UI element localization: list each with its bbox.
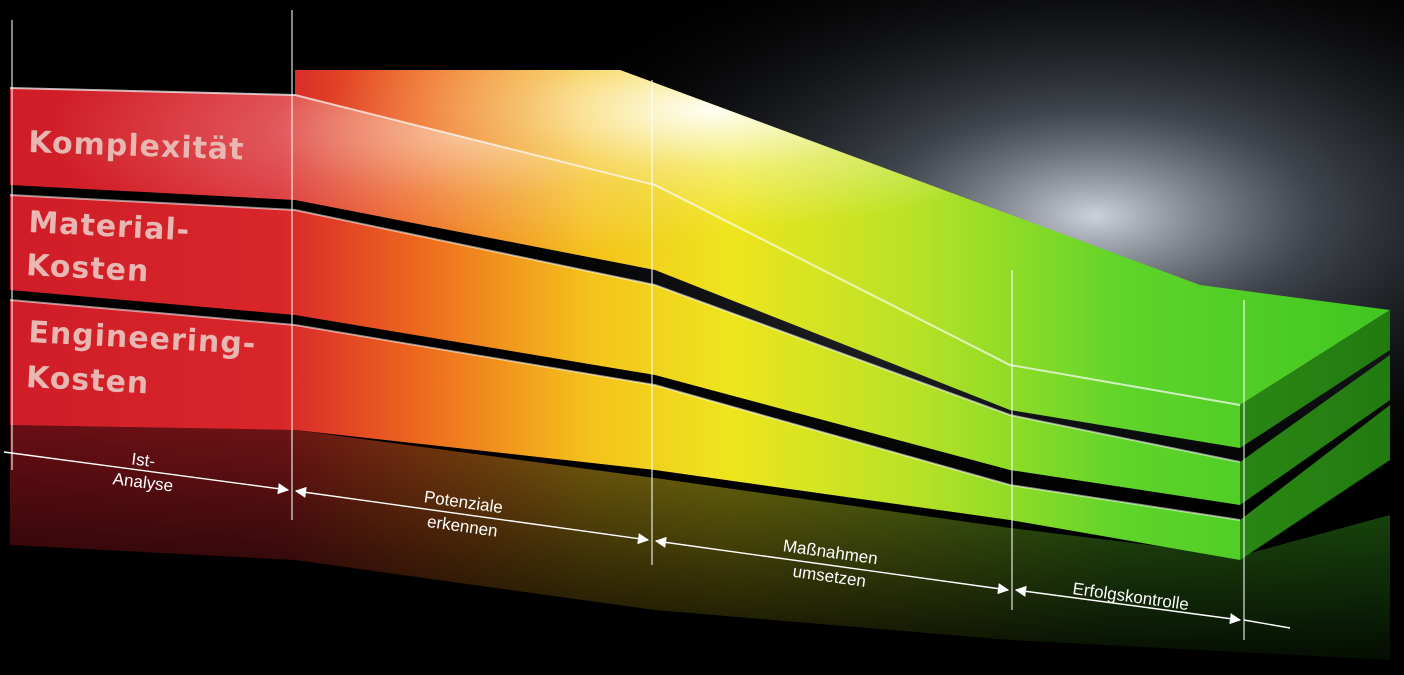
arrow-ist-analyse (3, 451, 290, 495)
band-label-komplexitaet-line-0: Komplexität (28, 125, 245, 168)
arrow-tail (1243, 619, 1291, 629)
band-label-material-line-1: Kosten (25, 248, 150, 289)
phase-label-ist-analyse: Ist- Analyse (112, 447, 177, 495)
slab-engineering (9, 299, 1390, 560)
band-label-material: Material- Kosten (25, 205, 202, 292)
arrow-potenziale (294, 486, 650, 545)
arrow-massnahmen (654, 536, 1010, 595)
slab-komplexitaet (9, 70, 1390, 448)
slab-material (9, 194, 1390, 505)
arrow-erfolgskontrolle (1014, 585, 1242, 625)
band-label-komplexitaet: Komplexität (28, 125, 245, 168)
phase-arrows (3, 451, 1291, 629)
phase-dividers (11, 10, 1245, 640)
band-label-engineering-line-1: Kosten (25, 360, 150, 401)
phase-label-ist-analyse-line-0: Ist- (130, 449, 156, 471)
band-label-material-line-0: Material- (28, 205, 191, 248)
